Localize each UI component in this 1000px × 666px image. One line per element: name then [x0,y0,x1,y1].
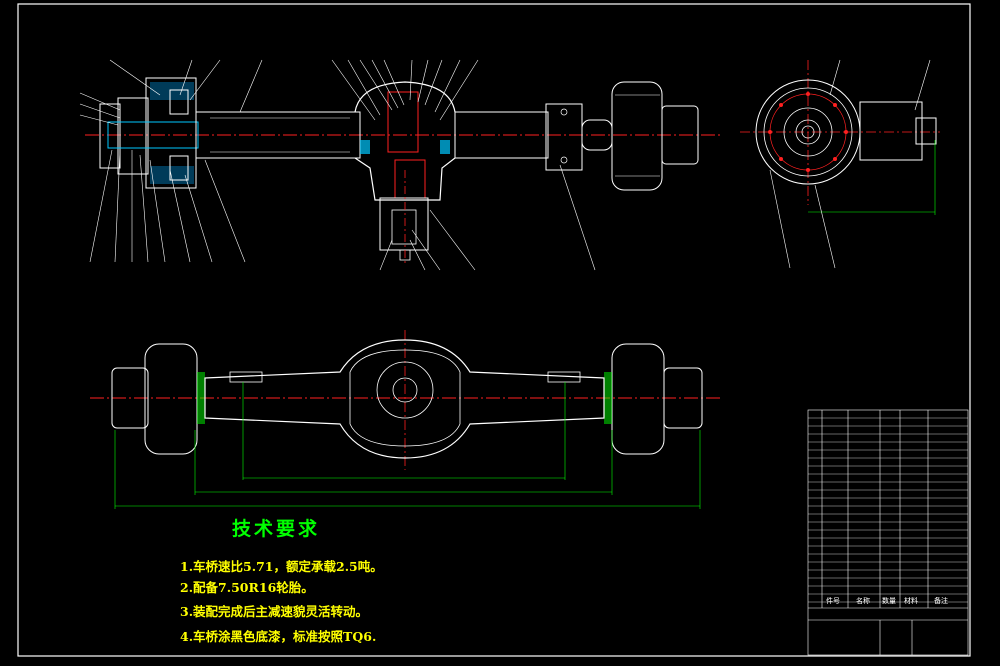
bolt-hole-2 [560,156,568,164]
title-label-material: 材料 [904,597,918,605]
bearing-upper [169,89,189,115]
housing-plan-inner [349,349,461,447]
spring-pad-left [229,371,263,383]
requirement-item: 3.装配完成后主减速貌灵活转动。 [180,604,369,619]
pinion-flange-side [915,117,937,145]
cover-center [392,377,418,403]
right-hub [661,105,699,165]
requirement-item: 4.车桥涂黑色底漆，标准按照TQ6. [180,629,377,644]
spring-seat [545,103,583,171]
axle-tube-left [195,111,361,159]
right-wheel-plan [611,343,665,455]
drawing-border [17,3,971,657]
carrier [783,107,833,157]
side-view [740,59,940,269]
requirements-title: 技术要求 [232,518,321,540]
diff-housing-top [354,81,456,113]
pinion [394,159,426,199]
bolt-hole [560,108,568,116]
right-brake-plan [604,372,612,424]
title-label-name: 名称 [856,597,870,605]
axle-tube-right [454,111,549,159]
diff-housing-bottom [354,157,456,201]
title-label-note: 备注 [934,597,948,605]
left-wheel-plan [144,343,198,455]
cover-circle [376,361,434,419]
drum-section-hatch [150,82,194,100]
bolt-pattern [768,92,848,172]
seal-left [360,140,370,154]
left-hub-flange [117,97,149,175]
parts-rows [808,417,968,603]
title-block [807,409,969,656]
pinion-shaft [391,209,417,245]
spring-pad-right [547,371,581,383]
title-label-part: 件号 [826,597,840,605]
drum-section-hatch-lower [150,166,194,184]
axle-beam-plan [204,339,605,459]
seal-right [440,140,450,154]
plan-view [90,330,720,509]
plan-dimensions [114,382,701,509]
bore-inner [801,125,815,139]
bore [795,119,821,145]
pinion-housing-side [859,101,923,161]
parts-list-frame [807,409,969,656]
bearing-lower [169,155,189,181]
requirement-item: 2.配备7.50R16轮胎。 [180,580,314,595]
left-hub-plan [111,367,149,429]
left-brake-plan [197,372,205,424]
callout-leaders [79,59,596,271]
housing-flange [763,87,853,177]
ring-gear [387,91,419,153]
requirement-item: 1.车桥速比5.71，额定承载2.5吨。 [180,559,383,574]
section-view [79,59,720,271]
right-hub-plan [663,367,703,429]
side-leaders [769,59,931,269]
left-hub [99,103,121,169]
side-dimensions [808,140,936,215]
title-label-qty: 数量 [882,597,896,605]
half-shaft-left [107,121,199,149]
right-wheel [611,81,663,191]
